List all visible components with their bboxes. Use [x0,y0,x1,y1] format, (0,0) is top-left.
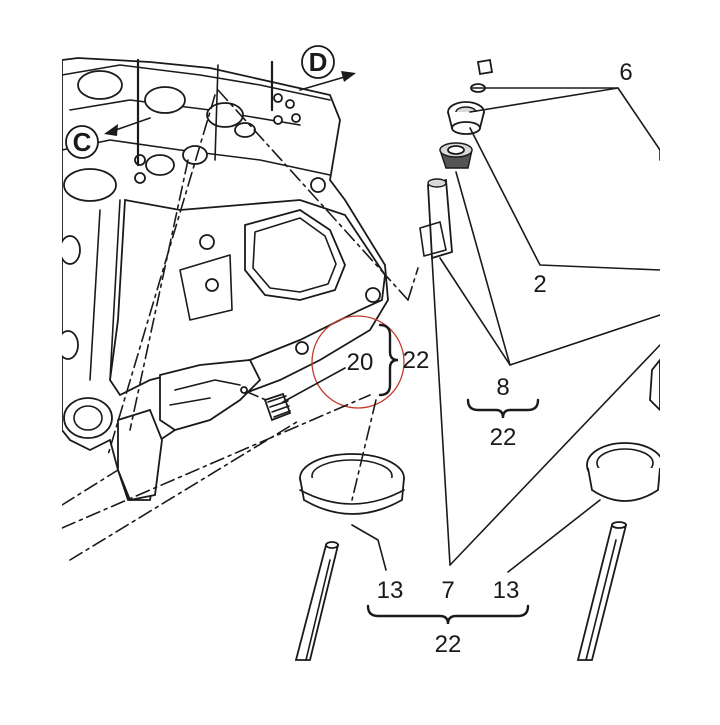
valve-guide [419,178,453,260]
view-label-c: C [73,127,92,157]
callout-8-group: 22 [490,424,517,451]
callout-bottom-group: 22 [435,631,462,658]
threaded-plug [240,386,292,422]
valve-stem-seal [439,142,473,169]
left-crop-mask [0,0,62,720]
cylinder-head-casting [57,57,389,502]
callout-20-group: 22 [403,347,430,374]
valve-seat-left [299,453,405,515]
brace-20 [378,323,399,397]
callout-20: 20 [347,349,374,376]
valve-spring-retainer [447,101,485,135]
center-lines [61,89,419,561]
callout-6: 6 [619,59,632,86]
callout-2: 2 [533,271,546,298]
brace-8 [466,398,540,419]
callout-13-right: 13 [493,577,520,604]
valve-seat-right [586,442,664,502]
valve-keeper [470,58,494,93]
view-label-d: D [309,47,328,77]
valve-stem-left [294,541,340,661]
callout-13-left: 13 [377,577,404,604]
leader-lines [282,87,661,573]
highlight-circle [311,315,405,409]
view-arrow-c: C [65,117,151,159]
valve-stem-right [576,521,628,661]
callout-8: 8 [496,374,509,401]
brace-bottom [366,604,530,625]
callout-7: 7 [441,577,454,604]
right-crop-mask [660,0,720,720]
view-arrow-d: D [299,45,356,91]
callout-labels: 6 2 8 22 20 22 13 7 13 22 [347,59,633,658]
